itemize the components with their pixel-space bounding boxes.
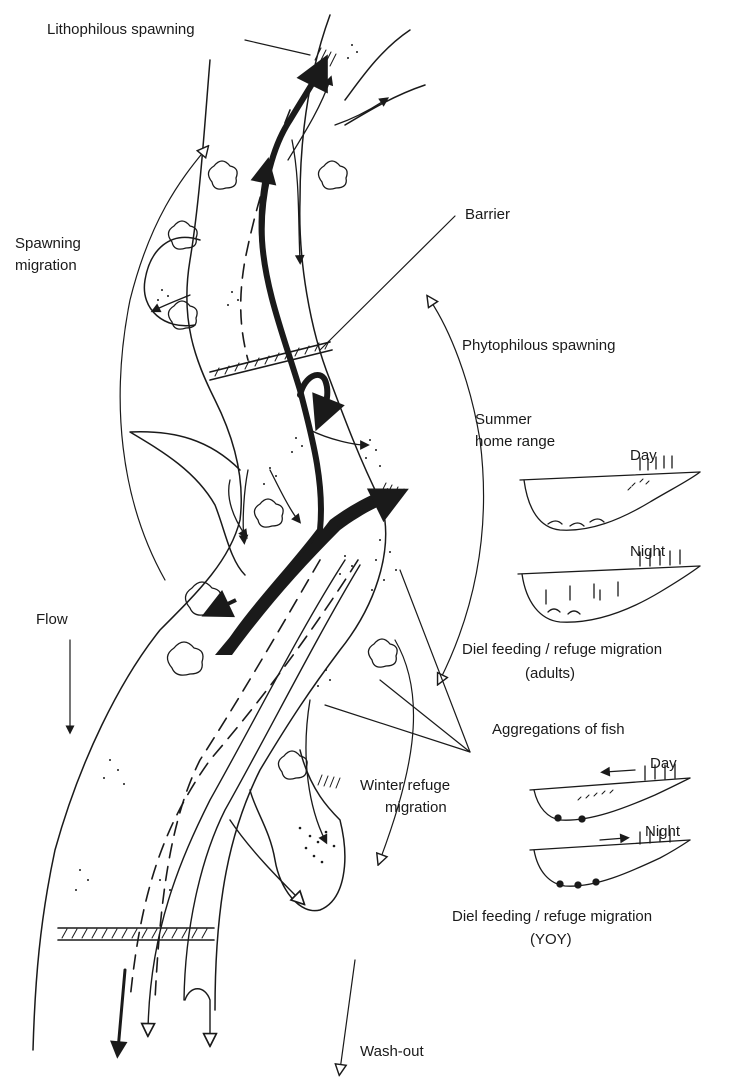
pool-entry-arrow [230, 820, 300, 900]
river-banks [33, 15, 425, 1050]
aggregation-pointer-3 [325, 705, 470, 752]
arrow-to-left-vegetation [215, 600, 236, 610]
side-pool-lower [250, 750, 345, 911]
downstream-double-line-2 [184, 565, 360, 1000]
vegetation-clumps [167, 161, 397, 779]
wash-out-label-arrow [340, 960, 355, 1070]
lithophilous-pointer [245, 40, 310, 55]
cross-section-adults-night [518, 550, 700, 622]
yoy-day-direction-arrow [605, 770, 635, 772]
cross-section-adults-day [520, 456, 700, 530]
yoy-night-direction-arrow [600, 838, 625, 840]
barrier-pointer [320, 216, 455, 350]
label-night-yoy: Night [645, 822, 680, 841]
label-summer-home-range-1: Summer [475, 410, 532, 429]
main-migration-routes [215, 70, 392, 655]
spawning-migration-arrow [120, 150, 205, 580]
barriers [58, 341, 332, 940]
label-winter-refuge-1: Winter refuge [360, 776, 450, 795]
label-flow: Flow [36, 610, 68, 629]
label-arrows [70, 40, 484, 1070]
tributary-upper-right [345, 30, 425, 125]
side-arm-lower-left [130, 432, 245, 575]
vegetation-clump [368, 639, 397, 667]
winter-refuge-arrow [380, 640, 414, 860]
label-spawning-migration-2: migration [15, 256, 77, 275]
summer-home-range-arrow [430, 300, 484, 680]
stipple [75, 44, 397, 891]
vegetation-clump [278, 751, 307, 779]
label-diel-yoy-2: (YOY) [530, 930, 572, 949]
lower-barrier-hatch [62, 929, 207, 938]
label-summer-home-range-2: home range [475, 432, 555, 451]
bottom-left-arrow [118, 970, 125, 1050]
vegetation-clump [167, 642, 203, 675]
label-aggregations: Aggregations of fish [492, 720, 625, 739]
vegetation-clump [254, 499, 283, 527]
label-night-adults: Night [630, 542, 665, 561]
label-diel-yoy-1: Diel feeding / refuge migration [452, 907, 652, 926]
label-spawning-migration-1: Spawning [15, 234, 81, 253]
gravel-hatching [315, 48, 404, 788]
label-diel-adults-2: (adults) [525, 664, 575, 683]
label-day-adults: Day [630, 446, 657, 465]
label-winter-refuge-2: migration [385, 798, 447, 817]
label-wash-out: Wash-out [360, 1042, 424, 1061]
lower-barrier-hook-arrow [185, 989, 210, 1040]
thin-migration-arrows [155, 80, 385, 840]
label-barrier: Barrier [465, 205, 510, 224]
vegetation-clump [318, 161, 347, 189]
label-phytophilous-spawning: Phytophilous spawning [462, 336, 615, 355]
label-lithophilous-spawning: Lithophilous spawning [47, 20, 195, 39]
main-channel-left-bank [33, 60, 241, 1050]
label-diel-adults-1: Diel feeding / refuge migration [462, 640, 662, 659]
label-day-yoy: Day [650, 754, 677, 773]
vegetation-clump [208, 161, 237, 189]
